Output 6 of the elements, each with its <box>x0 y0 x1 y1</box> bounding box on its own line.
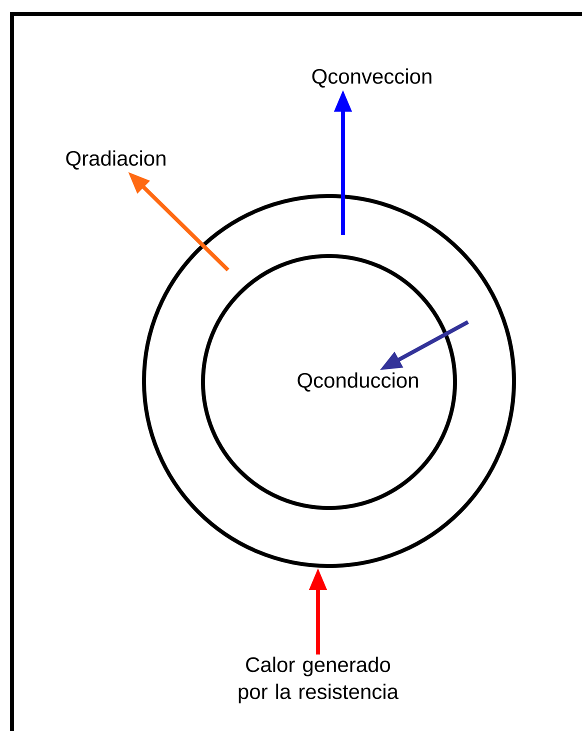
circle <box>142 194 516 568</box>
label-text: Qradiacion <box>66 150 166 170</box>
label-text: Qconduccion <box>298 372 418 392</box>
label-text: Calor generado por la resistencia <box>238 656 398 704</box>
label-text: Qconveccion <box>312 68 432 88</box>
circle <box>201 254 457 510</box>
